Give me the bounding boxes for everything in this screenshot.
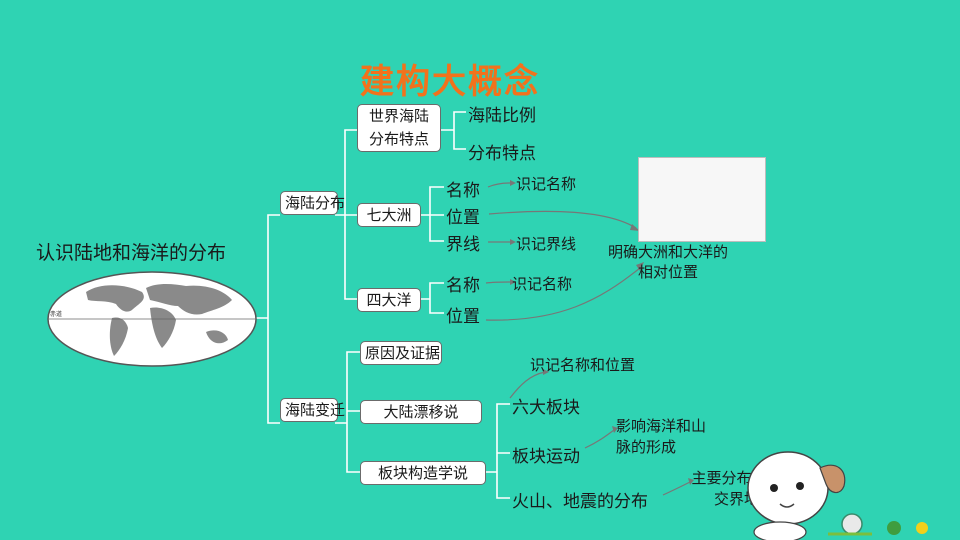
item-six-plates: 六大板块	[512, 398, 580, 418]
node-four-oceans: 四大洋	[357, 288, 421, 312]
node-world-distribution: 世界海陆分布特点	[357, 104, 441, 152]
branch-sea-land-change: 海陆变迁	[280, 398, 346, 422]
image-placeholder	[638, 157, 766, 242]
cartoon-dog-image	[747, 451, 846, 540]
note-memorize-ocean-names: 识记名称	[512, 275, 573, 293]
branch-label: 海陆变迁	[285, 401, 346, 419]
item-volcano-earthquake: 火山、地震的分布	[512, 492, 648, 512]
world-map-image: 赤道	[47, 271, 257, 367]
node-causes-evidence: 原因及证据	[360, 341, 442, 365]
item-ocean-position: 位置	[446, 307, 480, 327]
item-sea-land-ratio: 海陆比例	[468, 106, 536, 126]
snail-decoration-icon	[828, 513, 928, 536]
note-ocean-mountain: 影响海洋和山脉的形成	[616, 417, 707, 456]
item-continent-boundaries: 界线	[446, 235, 480, 255]
note-memorize-names: 识记名称	[516, 175, 577, 193]
item-distribution-features: 分布特点	[468, 144, 536, 164]
branch-sea-land-distribution: 海陆分布	[280, 191, 346, 215]
note-memorize-boundaries: 识记界线	[516, 235, 577, 253]
equator-label: 赤道	[50, 310, 62, 318]
item-ocean-names: 名称	[446, 276, 480, 296]
item-plate-motion: 板块运动	[512, 447, 580, 467]
root-topic: 认识陆地和海洋的分布	[36, 242, 227, 264]
note-relative-position: 明确大洲和大洋的相对位置	[607, 243, 728, 281]
node-continental-drift: 大陆漂移说	[360, 400, 482, 424]
page-title: 建构大概念	[360, 62, 540, 102]
item-continent-position: 位置	[446, 208, 480, 228]
note-plate-names: 识记名称和位置	[530, 356, 636, 374]
branch-label: 海陆分布	[285, 194, 346, 212]
node-plate-tectonics: 板块构造学说	[360, 461, 486, 485]
item-continent-names: 名称	[446, 181, 480, 201]
node-seven-continents: 七大洲	[357, 203, 421, 227]
